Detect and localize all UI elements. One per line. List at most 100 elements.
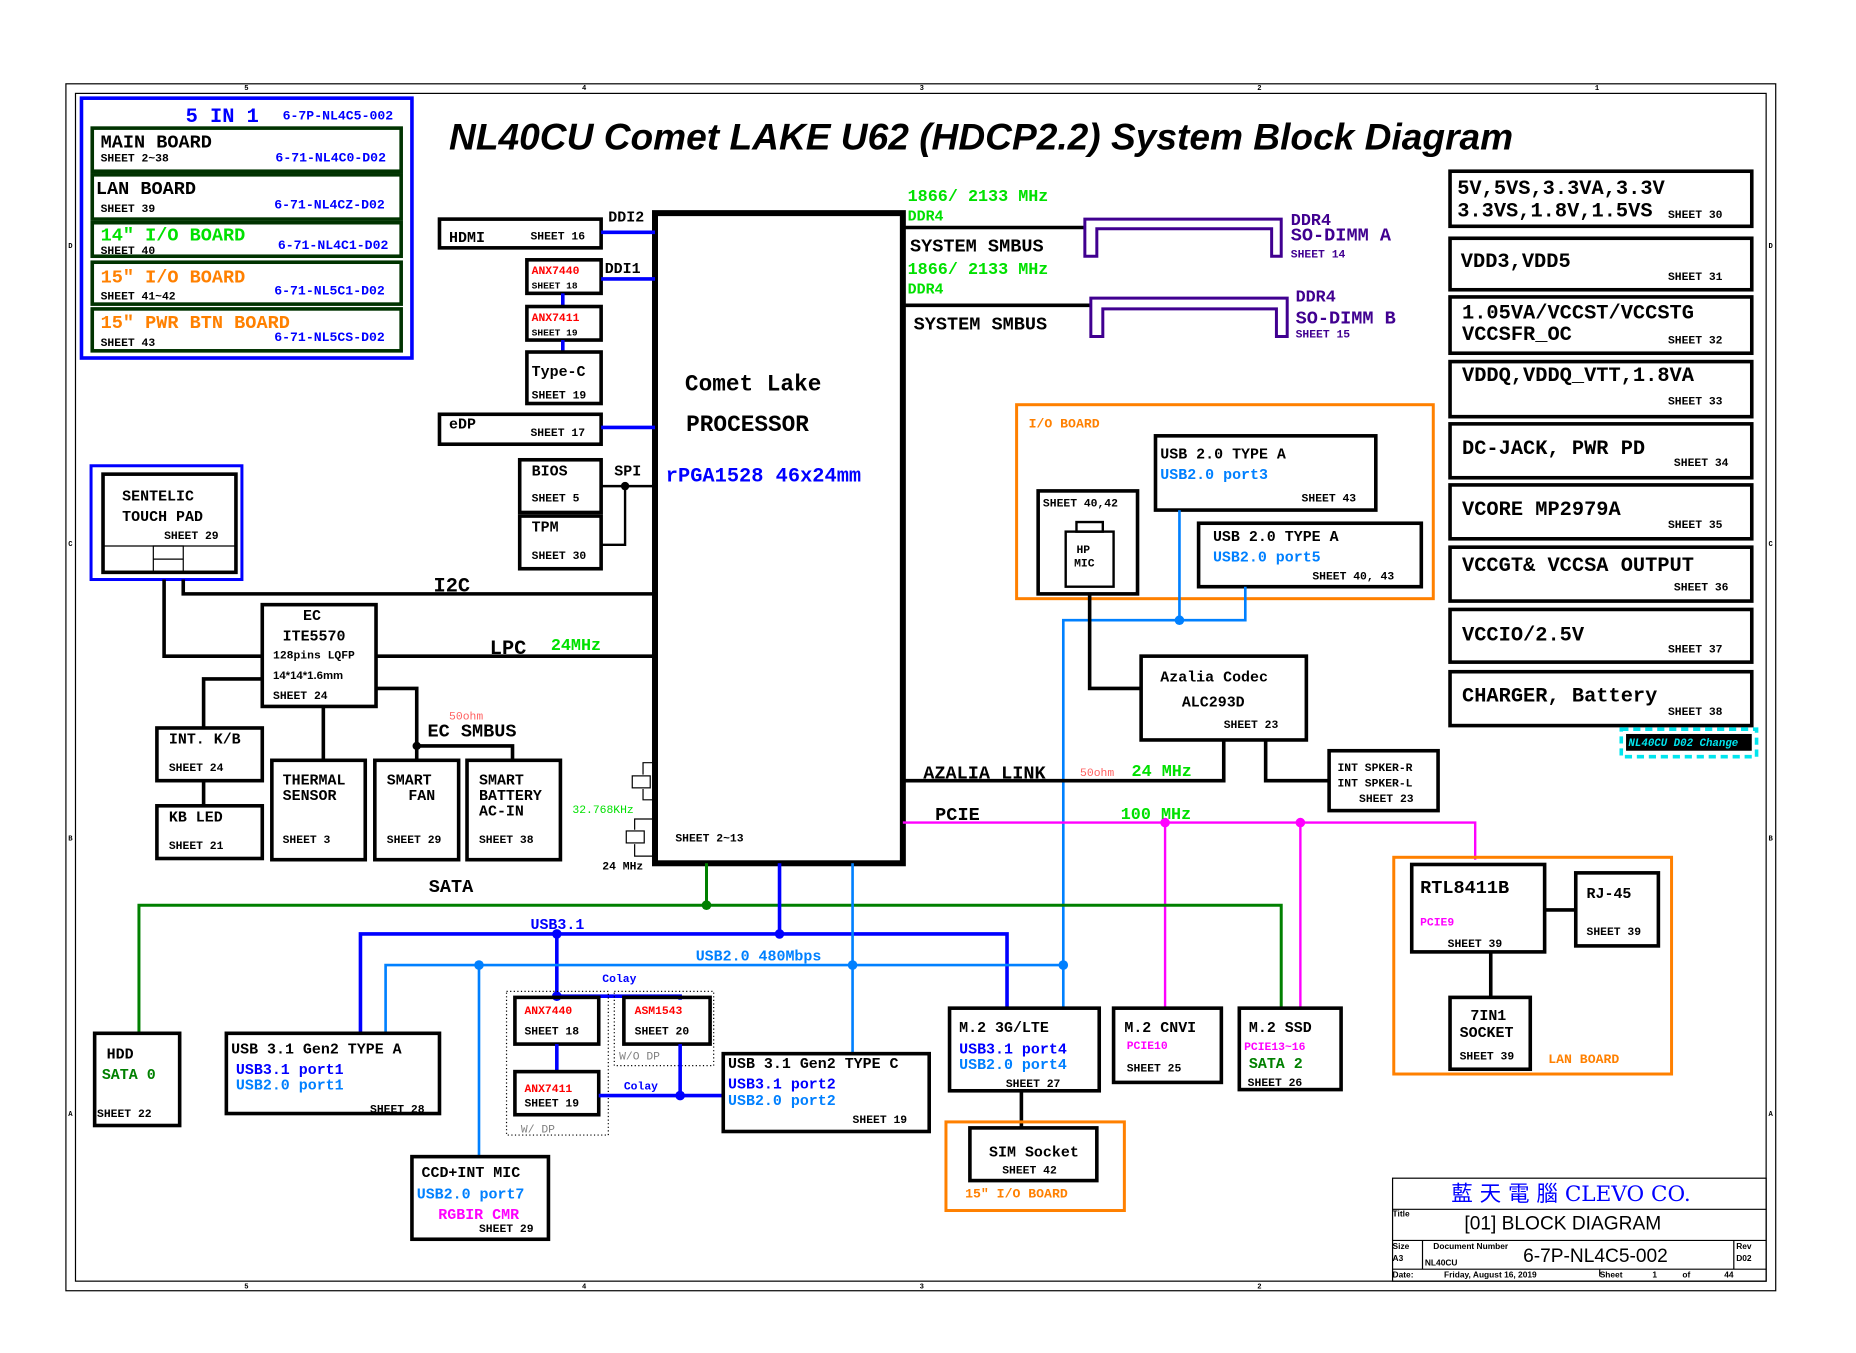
power-label2: 3.3VS,1.8V,1.5VS [1457, 201, 1652, 224]
power-sheet: SHEET 35 [1668, 520, 1723, 532]
dimm-b-name: SO-DIMM B [1296, 308, 1396, 329]
ec-label: EC [303, 609, 321, 625]
row-label: D [1769, 243, 1774, 251]
row-label: C [1769, 541, 1774, 549]
m2-cnvi-pcie: PCIE10 [1127, 1041, 1168, 1053]
touchpad-label2: TOUCH PAD [122, 510, 203, 526]
typec-port-sheet: SHEET 19 [853, 1115, 908, 1127]
processor-label: PROCESSOR [686, 412, 809, 438]
hdd-sata: SATA 0 [102, 1068, 156, 1084]
i2c-line [181, 579, 656, 596]
bios-sheet: SHEET 5 [532, 494, 580, 506]
thermal-sheet: SHEET 3 [283, 835, 331, 847]
power-label: VDD3,VDD5 [1461, 251, 1571, 274]
typea-usb31: USB3.1 port1 [236, 1063, 344, 1079]
anx7411-bottom-sheet: SHEET 19 [524, 1098, 579, 1110]
typec-chain: Colay ANX7440 SHEET 18 ANX7411 SHEET 19 … [505, 974, 931, 1137]
speaker-sheet: SHEET 23 [1359, 794, 1414, 806]
page-title: NL40CU Comet LAKE U62 (HDCP2.2) System B… [449, 116, 1513, 158]
usb-a1-label: USB 2.0 TYPE A [1160, 448, 1286, 464]
anx7440-bottom-sheet: SHEET 18 [524, 1027, 579, 1039]
i2c-label: I2C [433, 575, 470, 598]
crystal-icons: 32.768KHz 24 MHz [572, 762, 656, 873]
m2-lte-usb31: USB3.1 port4 [959, 1043, 1067, 1059]
usb-a2-sheet: SHEET 40, 43 [1312, 572, 1394, 584]
anx7411-label: ANX7411 [532, 313, 580, 325]
pcie-freq: 100 MHz [1121, 806, 1191, 825]
touchpad-block: SENTELIC TOUCH PAD SHEET 29 [89, 464, 244, 582]
lan-chip: RTL8411B [1420, 878, 1509, 899]
docnum-label: Document Number [1433, 1241, 1509, 1251]
m2-lte-label: M.2 3G/LTE [959, 1021, 1049, 1037]
card-reader-label: 7IN1 [1470, 1009, 1506, 1025]
hp-label: HP [1076, 545, 1090, 557]
touchpad-ec-line [162, 579, 263, 658]
usb20-bus: USB2.0 480Mbps [384, 863, 1069, 1157]
power-label2: VCCSFR_OC [1462, 324, 1572, 347]
power-label: DC-JACK, PWR PD [1462, 438, 1645, 461]
typec-port-label: USB 3.1 Gen2 TYPE C [728, 1057, 899, 1073]
board-sheet: SHEET 2~38 [101, 154, 169, 166]
typec-usb20: USB2.0 port2 [728, 1094, 836, 1110]
ec-package: 128pins LQFP [273, 651, 355, 663]
pcie-label: PCIE [935, 805, 980, 826]
display-interfaces: HDMI SHEET 16 DDI2 ANX7440 SHEET 18 DDI1… [437, 211, 656, 447]
col-label: 4 [582, 1283, 587, 1291]
memory-block: 1866/ 2133 MHz DDR4 SYSTEM SMBUS DDR4 SO… [902, 188, 1396, 342]
power-label: VDDQ,VDDQ_VTT,1.8VA [1462, 365, 1695, 388]
power-sheet: SHEET 38 [1668, 707, 1723, 719]
ec-chip: ITE5570 [283, 630, 346, 646]
usb-a2-port: USB2.0 port5 [1213, 551, 1321, 567]
m2-cnvi-sheet: SHEET 25 [1127, 1064, 1182, 1076]
touchpad-sheet: SHEET 29 [164, 531, 219, 543]
kbled-sheet: SHEET 21 [169, 841, 224, 853]
hdmi-sheet: SHEET 16 [530, 231, 585, 243]
sata-bus: SATA [137, 863, 1283, 1034]
rev-value: D02 [1736, 1253, 1752, 1263]
size-value: A3 [1393, 1253, 1404, 1263]
ec-smbus-ohm: 50ohm [449, 712, 483, 724]
tpm-label: TPM [532, 521, 559, 537]
board-sheet: SHEET 40 [101, 246, 156, 258]
processor-package: rPGA1528 46x24mm [666, 465, 861, 488]
dimm-b-sheet: SHEET 15 [1296, 330, 1351, 342]
board-name: 14" I/O BOARD [101, 226, 246, 247]
sim-board-label: 15" I/O BOARD [965, 1186, 1068, 1201]
row-label: A [1769, 1111, 1774, 1119]
battery-sheet: SHEET 38 [479, 835, 534, 847]
anx7440-sheet: SHEET 18 [532, 281, 578, 292]
sheet-label: Sheet [1600, 1270, 1623, 1280]
azalia-link-label: AZALIA LINK [923, 763, 1046, 784]
thermal-label2: SENSOR [283, 789, 337, 805]
main-clock: 24 MHz [602, 861, 643, 873]
inner-frame [74, 92, 1767, 1282]
typea-label: USB 3.1 Gen2 TYPE A [231, 1043, 402, 1059]
card-reader-sheet: SHEET 39 [1460, 1052, 1515, 1064]
fan-label: SMART [387, 773, 432, 789]
power-blocks: 5V,5VS,3.3VA,3.3V 3.3VS,1.8V,1.5VS SHEET… [1448, 169, 1759, 759]
board-name: MAIN BOARD [101, 132, 212, 153]
usb31-label: USB3.1 [530, 918, 584, 934]
lan-chip-pcie: PCIE9 [1420, 918, 1454, 930]
sim-label: SIM Socket [989, 1146, 1079, 1162]
typec-sheet: SHEET 19 [532, 391, 587, 403]
frame-labels: 5 4 3 2 1 5 4 3 2 D C B A D C B A [68, 85, 1773, 1292]
usb31-bus: USB3.1 [358, 863, 1009, 1034]
asm1543-label: ASM1543 [635, 1006, 683, 1018]
m2-cnvi-label: M.2 CNVI [1124, 1021, 1196, 1037]
rtc-clock: 32.768KHz [572, 805, 633, 817]
title-label: Title [1393, 1209, 1410, 1219]
processor-name: Comet Lake [685, 371, 821, 397]
board-code: 6-71-NL4CZ-D02 [274, 197, 385, 212]
board-sheet: SHEET 41~42 [101, 291, 176, 303]
dimm-b-type: DDR4 [908, 282, 944, 298]
board-name: 15" I/O BOARD [101, 268, 246, 289]
board-code: 6-71-NL4C0-D02 [275, 151, 386, 166]
board-name: 15" PWR BTN BOARD [101, 313, 290, 334]
dimm-a-type: DDR4 [908, 209, 944, 225]
ec-peripherals: INT. K/B SHEET 24 KB LED SHEET 21 THERMA… [155, 726, 563, 862]
power-label: VCORE MP2979A [1462, 499, 1621, 522]
rj45-sheet: SHEET 39 [1587, 927, 1642, 939]
hdmi-label: HDMI [449, 231, 485, 247]
